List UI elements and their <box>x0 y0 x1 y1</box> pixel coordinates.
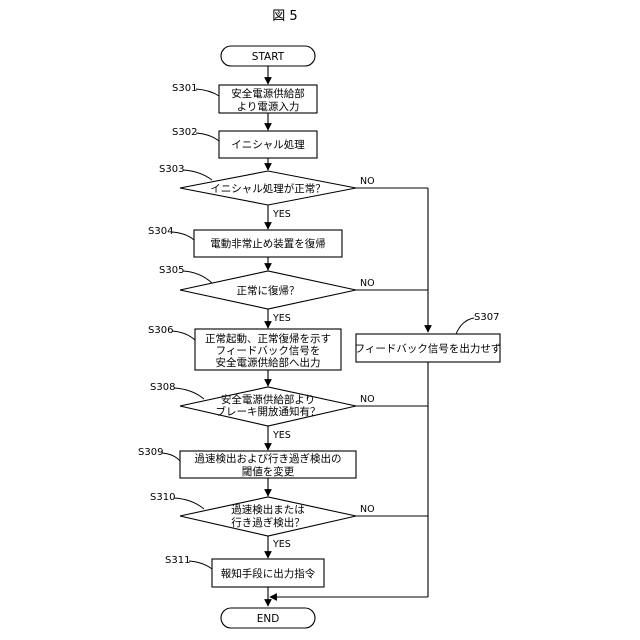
no-label-s305: NO <box>360 278 375 289</box>
s303-line-1: イニシャル処理が正常？ <box>210 182 326 195</box>
process-s307: フィードバック信号を出力せず <box>355 334 502 362</box>
figure-title: 図 5 <box>272 9 297 24</box>
yes-label-s305: YES <box>272 313 291 324</box>
decision-s305: 正常に復帰？ <box>180 271 356 309</box>
s311-line-1: 報知手段に出力指令 <box>221 567 316 580</box>
decision-s310: 過速検出または 行き過ぎ検出？ <box>180 497 356 536</box>
no-label-s310: NO <box>360 504 375 515</box>
s301-line-1: 安全電源供給部 <box>231 87 305 100</box>
step-label-s307: S307 <box>474 312 499 323</box>
step-label-s301: S301 <box>172 83 197 94</box>
process-s301: 安全電源供給部 より電源入力 <box>219 85 317 113</box>
step-label-s303: S303 <box>159 164 184 175</box>
s304-line-1: 電動非常止め装置を復帰 <box>210 237 326 250</box>
start-node: START <box>221 46 315 66</box>
s308-line-1: 安全電源供給部より <box>221 393 315 406</box>
step-label-s310: S310 <box>150 492 175 503</box>
s301-line-2: より電源入力 <box>237 100 300 113</box>
step-label-s308: S308 <box>150 382 175 393</box>
s306-line-2: フィードバック信号を <box>216 345 321 357</box>
step-label-s306: S306 <box>148 325 173 336</box>
s305-line-1: 正常に復帰？ <box>237 284 300 297</box>
process-s309: 過速検出および行き過ぎ検出の 閾値を変更 <box>180 451 356 478</box>
no-label-s308: NO <box>360 394 375 405</box>
s307-line-1: フィードバック信号を出力せず <box>355 342 502 355</box>
process-s306: 正常起動、正常復帰を示す フィードバック信号を 安全電源供給部へ出力 <box>195 329 341 370</box>
s302-line-1: イニシャル処理 <box>231 138 305 151</box>
yes-label-s310: YES <box>272 539 291 550</box>
end-node: END <box>221 608 315 628</box>
yes-label-s303: YES <box>272 209 291 220</box>
step-label-s309: S309 <box>138 447 163 458</box>
s306-line-1: 正常起動、正常復帰を示す <box>205 332 331 345</box>
decision-s308: 安全電源供給部より ブレーキ開放通知有？ <box>180 387 356 426</box>
s310-line-2: 行き過ぎ検出？ <box>231 516 305 529</box>
process-s302: イニシャル処理 <box>219 131 317 158</box>
s309-line-2: 閾値を変更 <box>242 465 295 478</box>
yes-label-s308: YES <box>272 430 291 441</box>
start-label: START <box>252 51 285 63</box>
s310-line-1: 過速検出または <box>231 503 305 516</box>
process-s304: 電動非常止め装置を復帰 <box>194 230 342 257</box>
no-label-s303: NO <box>360 176 375 187</box>
step-labels: S301 S302 S303 S304 S305 S306 S307 S308 … <box>138 83 499 569</box>
step-label-s304: S304 <box>148 226 173 237</box>
s309-line-1: 過速検出および行き過ぎ検出の <box>195 452 342 465</box>
process-s311: 報知手段に出力指令 <box>212 559 324 587</box>
s306-line-3: 安全電源供給部へ出力 <box>216 356 321 369</box>
end-label: END <box>257 613 280 625</box>
s308-line-2: ブレーキ開放通知有？ <box>216 405 321 418</box>
step-label-s302: S302 <box>172 127 197 138</box>
step-label-s305: S305 <box>159 265 184 276</box>
step-label-s311: S311 <box>165 555 190 566</box>
